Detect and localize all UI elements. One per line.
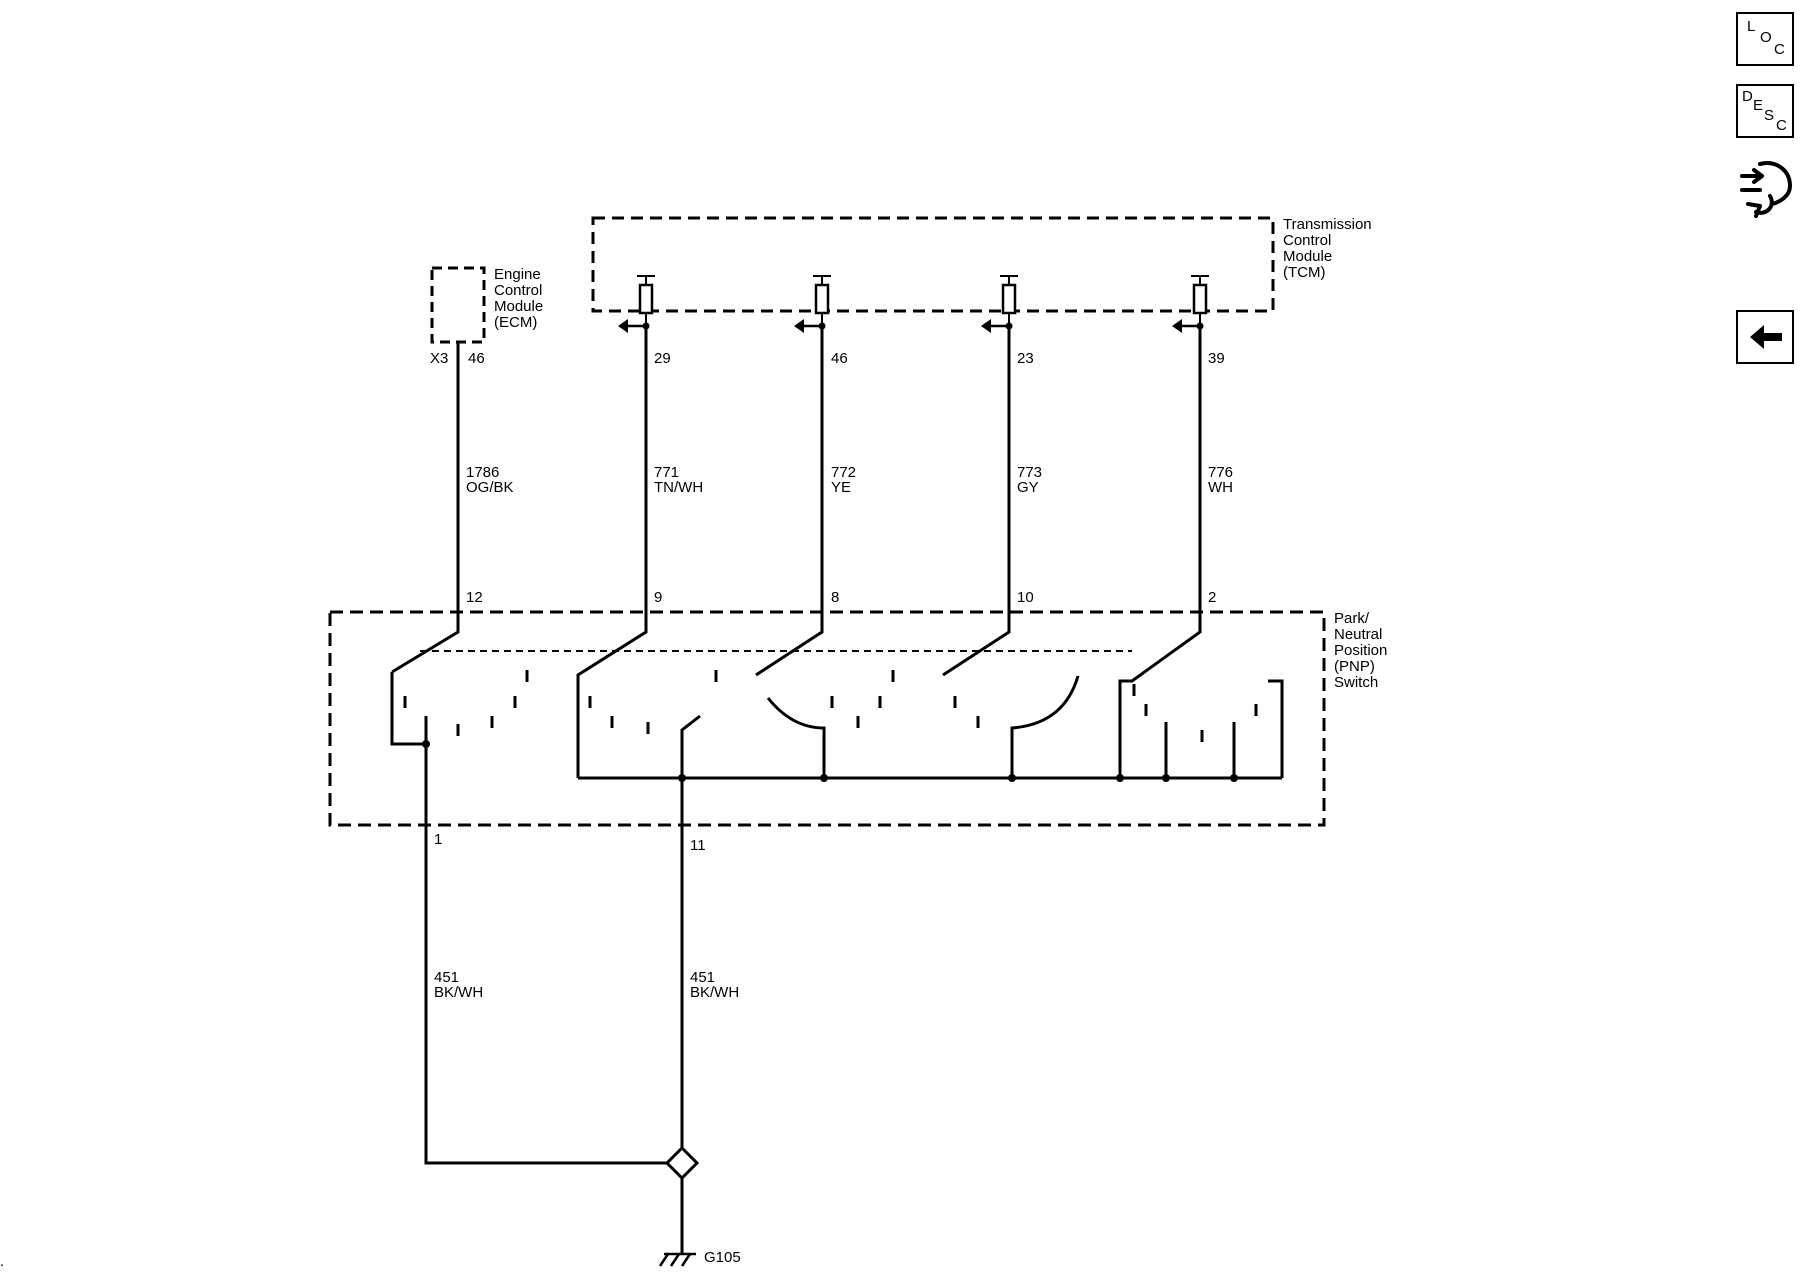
tcm-label-line2: Control (1283, 232, 1331, 249)
desc-letter-s: S (1764, 107, 1775, 124)
pnp-return-1786 (390, 672, 426, 746)
pnp-switch: Park/ Neutral Position (PNP) Switch (328, 610, 1387, 827)
tcm-resistor-1 (618, 275, 655, 333)
loc-letter-l: L (1747, 18, 1756, 35)
back-arrow-icon (1750, 325, 1782, 349)
circuit-776-color: WH (1208, 479, 1233, 496)
tcm-label-line1: Transmission (1283, 216, 1372, 233)
ecm-label-line4: (ECM) (494, 314, 537, 331)
tcm-pin-39: 39 (1208, 350, 1225, 367)
desc-button[interactable]: D E S C (1736, 84, 1794, 138)
ecm-box (430, 266, 486, 344)
tcm-resistor-2 (794, 275, 831, 333)
circuit-771-color: TN/WH (654, 479, 703, 496)
tcm-pin-46: 46 (831, 350, 848, 367)
pnp-switch-box (328, 610, 1326, 827)
switch-pin-12: 12 (466, 589, 483, 606)
pnp-arc-773 (1010, 675, 1080, 778)
desc-letter-d: D (1742, 88, 1753, 105)
pnp-contact-772 (755, 628, 824, 677)
tcm-box (591, 216, 1275, 313)
ground-wire-451-left (424, 826, 668, 1165)
troubleshooting-tool-icon[interactable] (1736, 156, 1796, 220)
switch-pin-2: 2 (1208, 589, 1216, 606)
stray-dot: . (0, 1253, 4, 1270)
circuit-776-number: 776 (1208, 464, 1233, 481)
loc-letter-o: O (1760, 29, 1772, 46)
circuit-1786-color: OG/BK (466, 479, 514, 496)
ground-pin-1: 1 (434, 831, 442, 848)
ecm-label-line2: Control (494, 282, 542, 299)
ground-pin-11: 11 (690, 837, 706, 854)
pnp-end-contact (1268, 679, 1284, 778)
circuit-772-number: 772 (831, 464, 856, 481)
ecm-label-line1: Engine (494, 266, 541, 283)
tcm-resistor-3 (981, 275, 1018, 333)
back-button[interactable] (1736, 310, 1794, 364)
ground-symbol-icon (658, 1252, 696, 1267)
pnp-label-line2: Neutral (1334, 626, 1382, 643)
ground-wires (424, 826, 684, 1254)
tcm-pin-23: 23 (1017, 350, 1034, 367)
desc-letter-c: C (1776, 117, 1787, 134)
pnp-splice-dots (422, 740, 1238, 782)
ecm-label-line3: Module (494, 298, 543, 315)
circuit-773-color: GY (1017, 479, 1039, 496)
loc-letter-c: C (1774, 41, 1785, 58)
ecm-pin-label: 46 (468, 350, 485, 367)
tcm-label-line3: Module (1283, 248, 1332, 265)
pnp-label-line3: Position (1334, 642, 1387, 659)
ground-circuit-left-color: BK/WH (434, 984, 483, 1001)
ground-circuit-right-color: BK/WH (690, 984, 739, 1001)
ground-circuit-left-number: 451 (434, 969, 459, 986)
pnp-contact-marks (403, 670, 1258, 742)
ecm-module: Engine Control Module (ECM) X3 46 (430, 266, 543, 367)
switch-pin-8: 8 (831, 589, 839, 606)
ecm-connector-label: X3 (430, 350, 448, 367)
circuit-773-number: 773 (1017, 464, 1042, 481)
pnp-contact-771 (576, 628, 648, 778)
tcm-resistor-4 (1172, 275, 1209, 333)
ground-splice-diamond (664, 1145, 700, 1181)
circuit-771-number: 771 (654, 464, 679, 481)
tcm-label-line4: (TCM) (1283, 264, 1325, 281)
ground-label-g105: G105 (704, 1249, 741, 1266)
tcm-pin-29: 29 (654, 350, 671, 367)
circuit-772-color: YE (831, 479, 851, 496)
tcm-module: Transmission Control Module (TCM) (591, 216, 1372, 313)
pnp-arc-772 (766, 697, 826, 778)
ground-circuit-right-number: 451 (690, 969, 715, 986)
switch-pin-9: 9 (654, 589, 662, 606)
pnp-label-line1: Park/ (1334, 610, 1370, 627)
pnp-label-line4: (PNP) (1334, 658, 1375, 675)
pnp-label-line5: Switch (1334, 674, 1378, 691)
desc-letter-e: E (1753, 97, 1764, 114)
signal-wires (456, 326, 1202, 628)
loc-button[interactable]: L O C (1736, 12, 1794, 66)
pnp-contact-776 (1118, 628, 1202, 778)
pnp-output-pin-11 (680, 714, 701, 826)
switch-pin-10: 10 (1017, 589, 1034, 606)
pnp-contact-773 (942, 628, 1011, 677)
pnp-contact-1786 (391, 628, 460, 674)
circuit-1786-number: 1786 (466, 464, 499, 481)
